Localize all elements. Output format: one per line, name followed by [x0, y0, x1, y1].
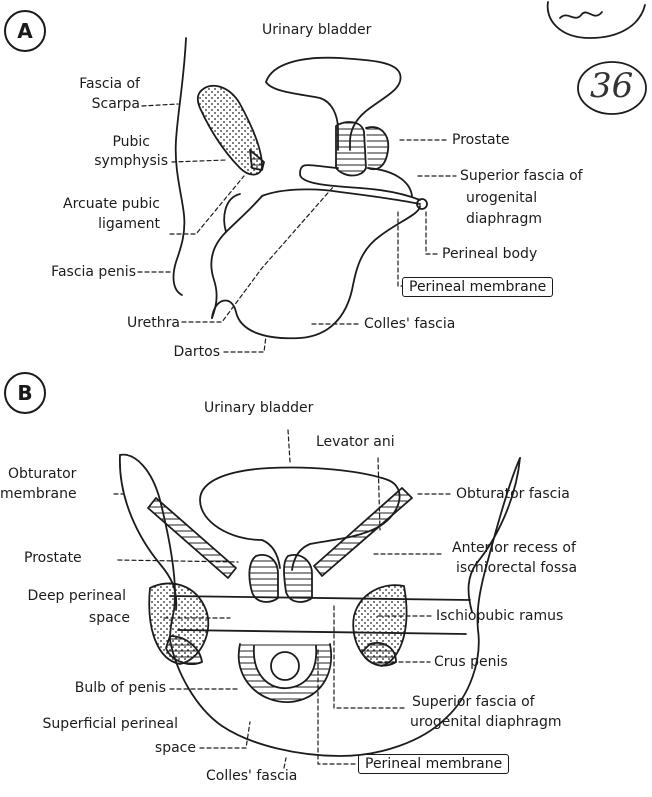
label-colles-fascia-a: Colles' fascia — [364, 316, 455, 332]
label-fascia-penis: Fascia penis — [10, 264, 136, 280]
label-superior-fascia-b-2: urogenital diaphragm — [410, 714, 562, 730]
label-levator-ani: Levator ani — [316, 434, 395, 450]
label-pubic-symphysis-2: symphysis — [50, 153, 168, 169]
label-urinary-bladder-a: Urinary bladder — [262, 22, 371, 38]
label-fascia-of-scarpa-1: Fascia of — [40, 76, 140, 92]
prostate-b-shape — [249, 555, 278, 602]
label-pubic-symphysis-1: Pubic — [50, 134, 150, 150]
label-superficial-perineal-1: Superficial perineal — [0, 716, 178, 732]
panel-b-letter: B — [4, 372, 46, 414]
prostate-a-shape — [336, 122, 366, 175]
panel-a-letter: A — [4, 10, 46, 52]
label-ischiopubic-ramus: Ischiopubic ramus — [436, 608, 563, 624]
label-prostate-b: Prostate — [24, 550, 82, 566]
label-deep-perineal-1: Deep perineal — [0, 588, 126, 604]
label-obturator-fascia: Obturator fascia — [456, 486, 570, 502]
label-perineal-body: Perineal body — [442, 246, 537, 262]
page-number: 36 — [590, 66, 633, 106]
label-colles-fascia-b: Colles' fascia — [206, 768, 297, 784]
abdominal-wall-outline — [174, 38, 186, 295]
label-perineal-membrane-b: Perineal membrane — [358, 754, 509, 774]
label-obturator-membrane-1: Obturator — [8, 466, 76, 482]
label-superior-fascia-b-1: Superior fascia of — [412, 694, 535, 710]
label-urinary-bladder-b: Urinary bladder — [204, 400, 313, 416]
label-superior-fascia-a-3: diaphragm — [466, 211, 542, 227]
label-superior-fascia-a-1: Superior fascia of — [460, 168, 583, 184]
label-fascia-of-scarpa-2: Scarpa — [40, 96, 140, 112]
label-obturator-membrane-2: membrane — [0, 486, 77, 502]
label-urethra-a: Urethra — [90, 315, 180, 331]
label-dartos: Dartos — [130, 344, 220, 360]
label-bulb-of-penis: Bulb of penis — [0, 680, 166, 696]
label-anterior-recess-2: ischiorectal fossa — [456, 560, 577, 576]
label-anterior-recess-1: Anterior recess of — [452, 540, 576, 556]
label-superior-fascia-a-2: urogenital — [466, 190, 537, 206]
label-crus-penis: Crus penis — [434, 654, 508, 670]
label-arcuate-pubic-1: Arcuate pubic — [10, 196, 160, 212]
signature-stamp — [548, 2, 645, 38]
label-superficial-perineal-2: space — [0, 740, 196, 756]
label-deep-perineal-2: space — [0, 610, 130, 626]
label-perineal-membrane-a: Perineal membrane — [402, 277, 553, 297]
label-arcuate-pubic-2: ligament — [10, 216, 160, 232]
penis-outline-a — [211, 196, 262, 318]
deep-perineal-space-frame — [170, 596, 470, 634]
label-prostate-a: Prostate — [452, 132, 510, 148]
